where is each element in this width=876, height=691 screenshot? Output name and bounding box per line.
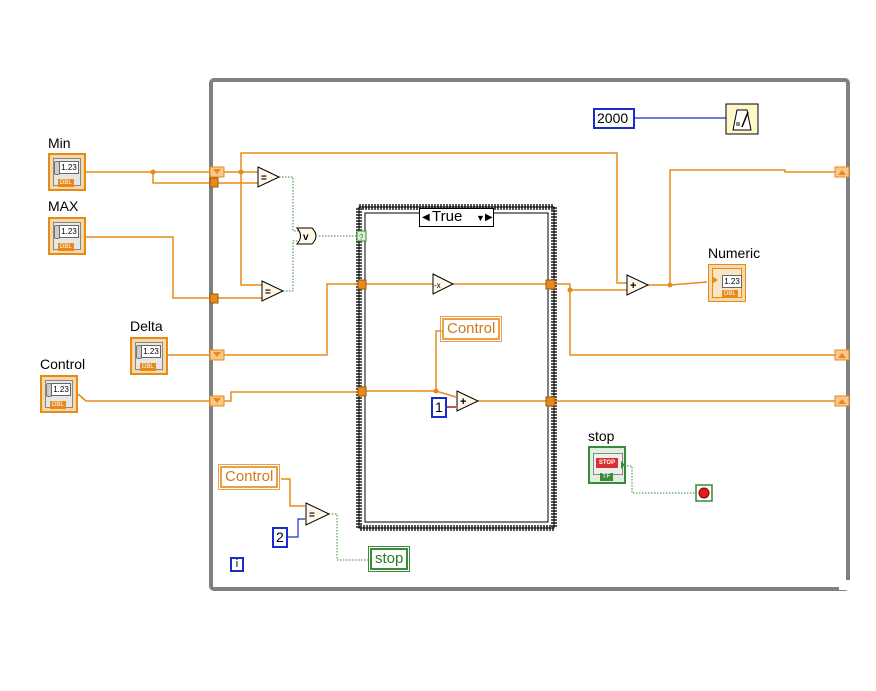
negate-node-glyph: -x [434, 281, 441, 290]
control-local-variable-read[interactable]: Control [217, 464, 281, 490]
control-control-terminal[interactable]: 1.23 DBL [40, 375, 78, 413]
add-node-outer[interactable] [626, 274, 650, 296]
iteration-terminal[interactable]: i [230, 557, 244, 572]
delta-label: Delta [130, 318, 163, 334]
numeric-label: Numeric [708, 245, 761, 261]
case-tunnel-out-1[interactable] [545, 279, 556, 290]
loop-tunnels [209, 166, 850, 407]
control-arrow-icon [621, 461, 625, 469]
equal-node-1-glyph: = [261, 173, 267, 184]
stop-button-terminal[interactable]: STOP TF [588, 446, 626, 484]
case-dropdown-icon[interactable]: ▼ [476, 213, 485, 223]
max-label: MAX [48, 198, 79, 214]
delta-control-terminal[interactable]: 1.23 DBL [130, 337, 168, 375]
wire-junctions [150, 169, 673, 394]
delta-value: 1.23 [141, 345, 161, 358]
boolean-wires [279, 176, 696, 561]
or-node[interactable] [295, 227, 317, 245]
add-node-inner-glyph: + [460, 396, 466, 408]
max-type-tag: DBL [58, 243, 74, 251]
while-loop-frame[interactable] [209, 78, 851, 591]
min-value: 1.23 [59, 161, 79, 174]
indicator-arrow-icon [712, 276, 718, 284]
equal-node-2[interactable] [261, 280, 285, 302]
negate-node[interactable] [432, 273, 455, 295]
min-type-tag: DBL [58, 179, 74, 187]
wait-constant[interactable]: 2000 [593, 108, 635, 129]
or-node-glyph: v [303, 232, 309, 243]
max-value: 1.23 [59, 225, 79, 238]
loop-condition-stop-icon[interactable] [695, 484, 713, 502]
stop-local-variable-write[interactable]: stop [367, 546, 411, 572]
case-selector-value: True [432, 208, 463, 225]
control-label: Control [40, 356, 86, 372]
equal-node-3[interactable] [305, 502, 331, 526]
numeric-indicator-terminal[interactable]: 1.23 DBL [708, 264, 746, 302]
boolean-tunnel[interactable] [356, 230, 367, 242]
stop-label: stop [588, 428, 615, 444]
case-tunnel-in-1[interactable] [357, 279, 367, 290]
case-structure-frame[interactable] [356, 204, 557, 531]
control-local-variable-inside-case[interactable]: Control [439, 316, 503, 342]
equal-node-3-glyph: = [309, 510, 315, 521]
equal-node-2-glyph: = [265, 287, 271, 298]
case-next-icon[interactable]: ▶ [485, 212, 493, 223]
stop-type-tag: TF [600, 473, 613, 481]
tunnel-max[interactable] [209, 293, 219, 304]
control-value: 1.23 [51, 383, 71, 396]
control-type-tag: DBL [50, 401, 66, 409]
min-control-terminal[interactable]: 1.23 DBL [48, 153, 86, 191]
case-tunnel-in-2[interactable] [357, 386, 367, 397]
wait-ms-icon[interactable] [725, 103, 759, 135]
delta-type-tag: DBL [140, 363, 156, 371]
min-label: Min [48, 135, 71, 151]
case-prev-icon[interactable]: ◀ [422, 212, 430, 223]
boolean-tunnel-glyph: ? [359, 233, 364, 242]
numeric-type-tag: DBL [722, 290, 738, 298]
one-constant[interactable]: 1 [431, 397, 447, 418]
numeric-wires [77, 152, 836, 507]
tunnel-min-2[interactable] [209, 177, 219, 188]
add-node-inner[interactable] [456, 390, 480, 412]
stop-face: STOP [596, 458, 618, 468]
integer-wires [288, 117, 728, 538]
numeric-value: 1.23 [722, 275, 742, 288]
add-node-outer-glyph: + [630, 280, 636, 292]
two-constant[interactable]: 2 [272, 527, 288, 548]
case-selector[interactable]: ◀ True ▼ ▶ [419, 208, 494, 227]
equal-node-1[interactable] [257, 166, 281, 188]
max-control-terminal[interactable]: 1.23 DBL [48, 217, 86, 255]
case-tunnel-out-2[interactable] [545, 396, 556, 407]
